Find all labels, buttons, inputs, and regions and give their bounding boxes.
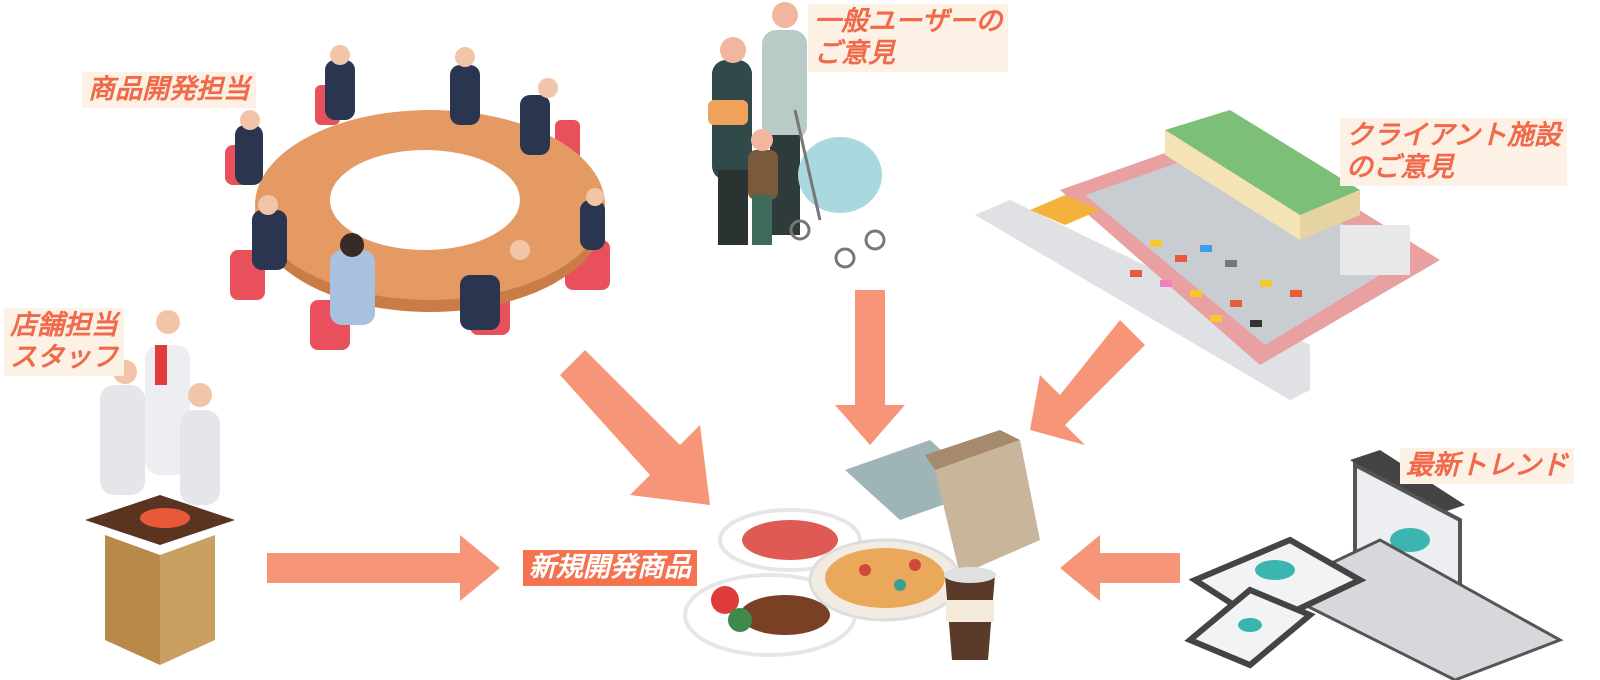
arrows [267,290,1180,601]
arrow-facility-to-product [1030,320,1145,445]
food-illustration [683,430,1040,660]
label-product-development: 商品開発担当 [82,72,256,108]
arrow-meeting-to-product [560,350,710,505]
parked-cars [1130,240,1302,327]
facility-illustration [975,110,1440,400]
label-store-staff: 店舗担当 スタッフ [4,308,124,376]
staff-illustration [85,310,235,665]
meeting-illustration [225,45,610,350]
label-client-facility: クライアント施設 のご意見 [1340,118,1567,186]
label-new-product: 新規開発商品 [523,550,697,586]
arrow-staff-to-product [267,535,500,601]
arrow-trends-to-product [1060,535,1180,601]
family-illustration [708,2,886,269]
label-general-users: 一般ユーザーの ご意見 [808,4,1009,72]
arrow-users-to-product [835,290,905,445]
devices-illustration [1184,450,1564,680]
label-latest-trends: 最新トレンド [1400,448,1574,484]
